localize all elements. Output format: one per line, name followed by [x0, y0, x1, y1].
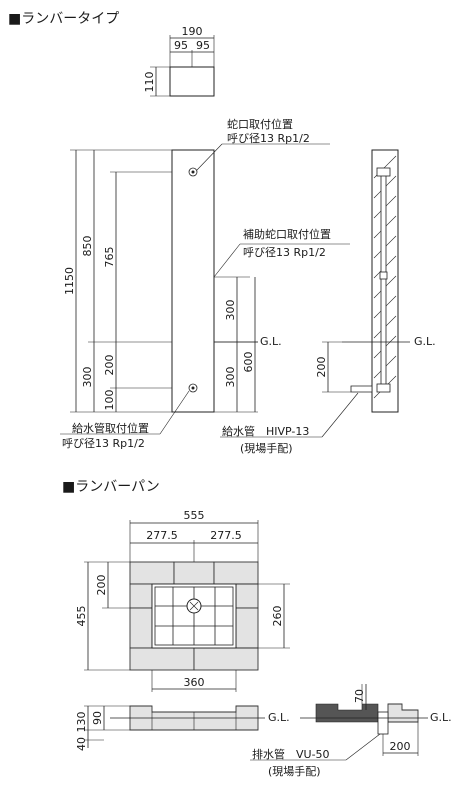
dim-pan-depth: 455 [75, 606, 88, 627]
dim-supply-height: 100 [103, 390, 116, 411]
gl-label-pan-left: G.L. [268, 711, 290, 724]
dim-basin-width: 360 [184, 676, 205, 689]
dim-top-half-right: 95 [196, 39, 210, 52]
dim-side-depth: 200 [315, 357, 328, 378]
dim-pan-drain-depth: 260 [271, 606, 284, 627]
dim-pan-lower: 40 [75, 737, 88, 751]
block [193, 647, 259, 671]
drain-icon-mark [189, 601, 199, 611]
dim-lower-height: 300 [81, 367, 94, 388]
faucet-fitting [376, 167, 391, 177]
aux-faucet-position-size: 呼び径13 Rp1/2 [243, 246, 326, 259]
pan-section-right: G.L. 70 200 排水管 VU-50 (現場手配) [250, 684, 452, 778]
section-heading-lumber-pan: ■ランバーパン [62, 479, 160, 495]
gl-label-front: G.L. [260, 335, 282, 348]
drain-pipe-title: 排水管 VU-50 [252, 747, 330, 761]
block [129, 583, 153, 609]
supply-position-title: 給水管取付位置 [72, 421, 149, 435]
dim-rim-height: 70 [353, 689, 366, 703]
pan-section-left: G.L. 130 90 40 [75, 705, 290, 751]
dim-top-width: 190 [182, 25, 203, 38]
leader-line [159, 390, 190, 435]
section-heading-lumber-type: ■ランバータイプ [8, 11, 119, 27]
dim-top-half-left: 95 [174, 39, 188, 52]
aux-faucet-position-title: 補助蛇口取付位置 [243, 227, 331, 241]
gl-label-side: G.L. [414, 335, 436, 348]
faucet-hole-icon [188, 167, 198, 177]
block [129, 561, 175, 585]
pan-plan-view: 555 277.5 277.5 455 200 260 360 [75, 509, 290, 692]
leader-line [213, 243, 241, 278]
dim-aux-above-gl: 300 [224, 300, 237, 321]
dim-aux-total: 600 [242, 352, 255, 373]
leader-line [345, 733, 381, 761]
dim-pan-upper: 90 [91, 711, 104, 725]
supply-hole-icon [188, 383, 198, 393]
leader-line [321, 392, 359, 438]
pan-section-rim [387, 703, 419, 723]
dim-lower-sub: 200 [103, 355, 116, 376]
faucet-position-title: 蛇口取付位置 [227, 117, 293, 131]
front-view: 1150 850 300 765 200 100 300 300 600 G.L… [60, 117, 350, 450]
dim-aux-below-gl: 300 [224, 367, 237, 388]
pan-section-hatched [315, 703, 379, 723]
block [173, 561, 215, 585]
top-view-outline [169, 66, 215, 97]
aux-fitting [379, 271, 388, 280]
faucet-position-size: 呼び径13 Rp1/2 [227, 132, 310, 145]
leader-line [196, 143, 223, 171]
supply-position-size: 呼び径13 Rp1/2 [62, 437, 145, 450]
dim-pan-half-left: 277.5 [146, 529, 178, 542]
dim-drain-offset: 200 [390, 740, 411, 753]
block [129, 607, 153, 649]
dim-pan-total-height: 130 [75, 712, 88, 733]
dim-faucet-height: 765 [103, 247, 116, 268]
supply-hole-center-icon [191, 386, 195, 390]
dim-top-depth: 110 [143, 72, 156, 93]
block [213, 561, 259, 585]
grate-grid [154, 586, 234, 646]
side-view: G.L. 200 給水管 HIVP-13 (現場手配) [220, 149, 436, 455]
drain-pipe-note: (現場手配) [268, 764, 321, 778]
gl-label-pan-right: G.L. [430, 711, 452, 724]
faucet-hole-center-icon [191, 170, 195, 174]
top-view: 190 95 95 110 [143, 25, 215, 97]
supply-pipe-note: (現場手配) [240, 441, 293, 455]
supply-pipe-stub [350, 385, 373, 393]
dim-pan-half-right: 277.5 [210, 529, 242, 542]
block [235, 607, 259, 649]
supply-pipe-title: 給水管 HIVP-13 [222, 424, 309, 438]
supply-fitting [376, 383, 391, 393]
block [235, 583, 259, 609]
block [129, 647, 195, 671]
internal-pipe [380, 171, 387, 391]
post-front-outline [171, 149, 215, 413]
dim-total-height: 1150 [63, 267, 76, 295]
drain-pipe [377, 711, 389, 735]
dim-pan-width: 555 [184, 509, 205, 522]
dim-upper-height: 850 [81, 236, 94, 257]
dim-pan-side-block: 200 [95, 575, 108, 596]
